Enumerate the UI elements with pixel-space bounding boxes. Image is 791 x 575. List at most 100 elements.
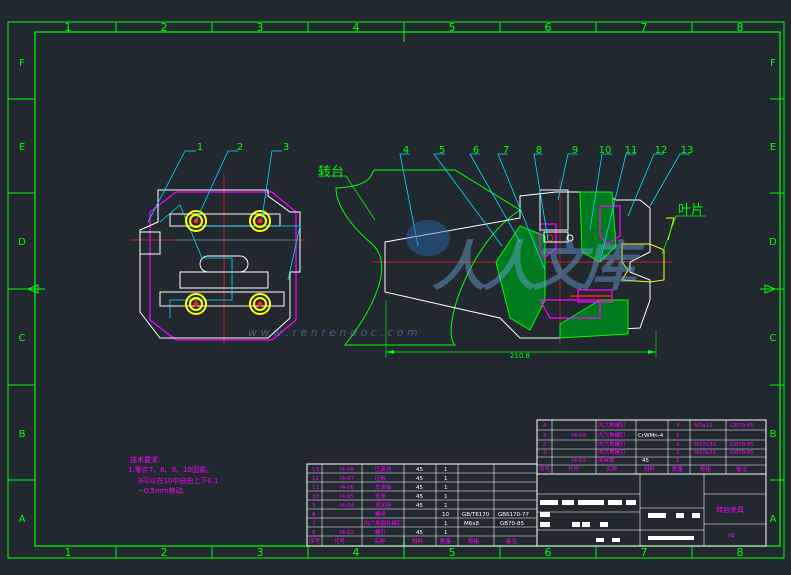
svg-text:13: 13 <box>312 467 319 473</box>
row-letter: C <box>770 333 777 344</box>
col-number: 4 <box>353 546 360 559</box>
svg-text:3: 3 <box>543 433 547 439</box>
svg-text:I4-07: I4-07 <box>340 476 355 482</box>
svg-text:GB70-85: GB70-85 <box>730 442 755 448</box>
svg-text:1: 1 <box>676 433 680 439</box>
callout-3: 3 <box>283 142 289 153</box>
svg-text:GB70-85: GB70-85 <box>500 521 525 527</box>
svg-text:1: 1 <box>444 476 448 482</box>
svg-text:4: 4 <box>676 442 680 448</box>
svg-text:GB6170-77: GB6170-77 <box>498 512 530 518</box>
bom-main-cells: 13 I4-08 压紧块 45 1 12 I4-07 压板 45 1 11 I4… <box>309 465 530 545</box>
tech-notes: 技术要求: 1.零件7、8、9、10固紧。 9可以在10中自由上下0.1 ~0.… <box>128 455 219 495</box>
svg-text:顶尖座: 顶尖座 <box>375 501 392 509</box>
col-number: 5 <box>449 21 456 34</box>
svg-text:1: 1 <box>444 521 448 527</box>
svg-text:45: 45 <box>416 476 423 482</box>
svg-text:内六角螺钉: 内六角螺钉 <box>598 421 626 429</box>
center-mark-right <box>764 284 777 294</box>
svg-text:10: 10 <box>442 512 449 518</box>
svg-text:名称: 名称 <box>374 537 386 545</box>
watermark-text: 人人文库 <box>432 235 645 298</box>
callout-11: 11 <box>625 145 638 156</box>
col-number: 1 <box>65 546 72 559</box>
svg-text:螺钉: 螺钉 <box>375 528 387 536</box>
tech-notes-title: 技术要求: <box>130 455 160 464</box>
row-letter: A <box>19 514 26 525</box>
col-number: 7 <box>641 546 648 559</box>
svg-text:I4-03: I4-03 <box>572 458 587 464</box>
callout-7: 7 <box>503 145 509 156</box>
column-numbers-top: 1 2 3 4 5 6 7 8 <box>65 21 744 34</box>
svg-text:M6x8: M6x8 <box>464 521 479 527</box>
svg-text:2: 2 <box>543 442 547 448</box>
svg-text:45: 45 <box>416 485 423 491</box>
svg-text:数量: 数量 <box>440 537 452 545</box>
col-number: 4 <box>353 21 360 34</box>
svg-text:8: 8 <box>312 512 316 518</box>
row-letter: D <box>769 237 777 248</box>
col-number: 8 <box>737 21 744 34</box>
svg-text:1: 1 <box>444 494 448 500</box>
svg-text:9: 9 <box>312 503 316 509</box>
svg-text:I4-06: I4-06 <box>340 485 355 491</box>
svg-text:45: 45 <box>416 530 423 536</box>
svg-text:序号: 序号 <box>309 537 321 545</box>
svg-text:45: 45 <box>642 458 649 464</box>
svg-text:I4-05: I4-05 <box>340 494 355 500</box>
svg-text:M10x25: M10x25 <box>694 450 716 456</box>
svg-text:CrWMn-4: CrWMn-4 <box>638 433 664 439</box>
svg-text:I4-08: I4-08 <box>340 467 355 473</box>
svg-text:GB/T6170: GB/T6170 <box>462 512 490 518</box>
tech-notes-line2: 9可以在10中自由上下0.1 <box>138 476 219 485</box>
drawing-name: 转台夹具 <box>716 505 744 514</box>
blade-label: 叶片 <box>678 203 704 218</box>
col-number: 1 <box>65 21 72 34</box>
col-number: 6 <box>545 21 552 34</box>
svg-text:内六角螺钉: 内六角螺钉 <box>598 448 626 456</box>
col-number: 7 <box>641 21 648 34</box>
svg-text:M3x12: M3x12 <box>694 423 713 429</box>
watermark: 人人文库 w w w . r e n r e n d o c . c o m <box>248 220 649 339</box>
svg-text:45: 45 <box>416 467 423 473</box>
row-letter: D <box>18 237 26 248</box>
row-letter: F <box>19 58 25 69</box>
row-letter: B <box>770 429 777 440</box>
svg-text:1: 1 <box>676 458 680 464</box>
col-number: 3 <box>257 21 264 34</box>
svg-text:规格: 规格 <box>468 537 480 545</box>
svg-text:10: 10 <box>312 494 319 500</box>
svg-text:内六角螺钉: 内六角螺钉 <box>598 431 626 439</box>
callout-8: 8 <box>536 145 542 156</box>
svg-text:1: 1 <box>444 485 448 491</box>
svg-text:I4-03: I4-03 <box>340 530 355 536</box>
callout-5: 5 <box>439 145 445 156</box>
callout-12: 12 <box>655 145 668 156</box>
svg-text:I4-04: I4-04 <box>340 503 355 509</box>
svg-text:I4-04: I4-04 <box>572 433 587 439</box>
row-letter: F <box>770 58 776 69</box>
svg-text:45: 45 <box>416 503 423 509</box>
col-number: 2 <box>161 546 168 559</box>
svg-text:内六角圆柱螺钉: 内六角圆柱螺钉 <box>364 519 403 527</box>
svg-text:1: 1 <box>444 530 448 536</box>
bom-main-table <box>306 463 538 547</box>
tech-notes-line3: ~0.5mm移动. <box>138 486 185 495</box>
svg-text:备注: 备注 <box>736 465 748 473</box>
callout-13: 13 <box>681 145 694 156</box>
callout-2: 2 <box>237 142 243 153</box>
svg-text:1: 1 <box>444 503 448 509</box>
row-letters-left: F E D C B A <box>18 58 26 525</box>
callout-9: 9 <box>572 145 578 156</box>
outer-frame <box>7 21 785 559</box>
col-number: 3 <box>257 546 264 559</box>
callout-4: 4 <box>403 145 409 156</box>
svg-text:螺母: 螺母 <box>375 510 387 518</box>
svg-text:支座: 支座 <box>375 492 387 500</box>
center-mark-left <box>26 284 39 294</box>
svg-text:规格: 规格 <box>700 465 712 473</box>
row-letter: C <box>19 333 26 344</box>
row-letter: B <box>19 429 26 440</box>
svg-text:支承板: 支承板 <box>375 483 392 491</box>
